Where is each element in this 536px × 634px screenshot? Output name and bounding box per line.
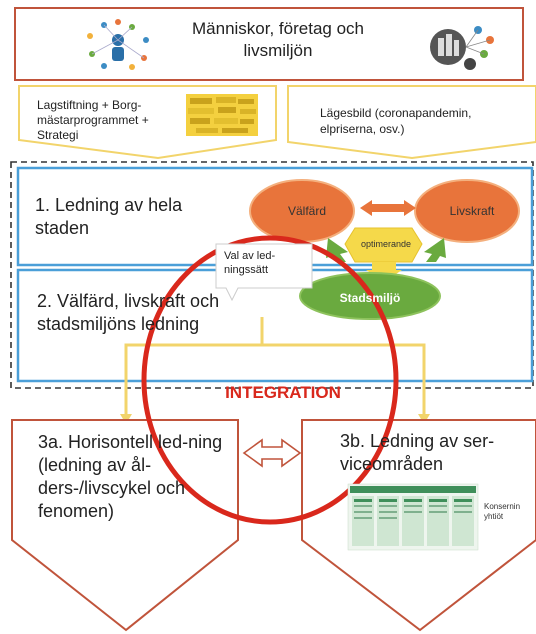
callout-bubble (215, 243, 313, 302)
optimize-label: optimerande (360, 239, 412, 249)
legislation-label: Lagstiftning + Borg-mästarprogrammet + S… (37, 98, 149, 142)
people-icon (87, 19, 149, 70)
box-3a-label: 3a. Horisontell led-ning (ledning av ål-… (38, 432, 223, 521)
situation-box (287, 85, 536, 160)
box-3b-label: 3b. Ledning av ser-viceområden (340, 431, 495, 474)
box-3a (11, 419, 239, 632)
welfare-label: Välfärd (287, 204, 327, 218)
optimize-shape (344, 227, 423, 263)
city-services-icon (430, 26, 494, 70)
integration-label: INTEGRATION (225, 383, 341, 402)
top-box-label: Människor, företag och livsmiljön (192, 19, 364, 60)
level-1-label: 1. Ledning av hela staden (35, 195, 183, 238)
level-2-label: 2. Välfärd, livskraft och stadsmiljöns l… (37, 291, 220, 334)
vitality-label: Livskraft (449, 204, 495, 218)
green-arrow-right (424, 238, 446, 262)
city-environment-label: Stadsmiljö (339, 291, 401, 305)
situation-label: Lägesbild (coronapandemin, elpriserna, o… (320, 106, 472, 136)
vitality-oval (414, 179, 520, 243)
connector-left (124, 317, 264, 419)
optimize-arrow-down (366, 262, 402, 282)
horizontal-double-arrow (242, 438, 302, 468)
integration-circle (141, 235, 399, 525)
documents-icon (186, 94, 258, 136)
callout-label: Val av led-ningssätt (224, 250, 276, 276)
connector-right (262, 343, 426, 419)
org-chart-thumbnail (347, 483, 479, 551)
welfare-vitality-arrow (360, 200, 416, 216)
org-chart-caption: Konsernin yhtiöt (484, 502, 521, 521)
